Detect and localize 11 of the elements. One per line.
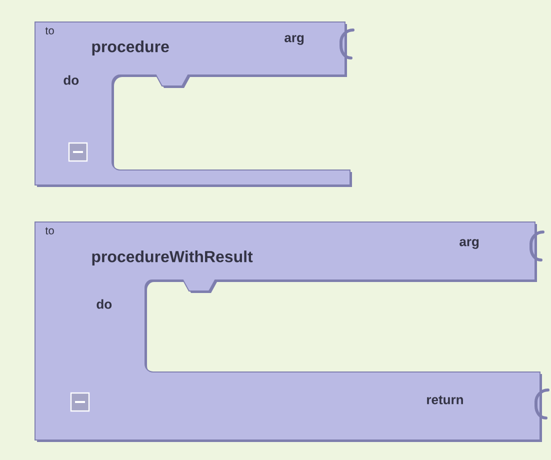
procedure-block <box>34 222 550 442</box>
block-label: do <box>64 75 79 85</box>
block-label: return <box>427 396 463 404</box>
block-label: to <box>45 27 54 34</box>
procedure-block <box>34 22 354 187</box>
block-label: arg <box>460 239 479 249</box>
block-label: procedureWithResult <box>92 250 253 266</box>
block-label: procedure <box>92 40 169 56</box>
block-label: to <box>45 227 54 234</box>
block-label: do <box>96 299 112 309</box>
block-label: arg <box>284 35 304 45</box>
